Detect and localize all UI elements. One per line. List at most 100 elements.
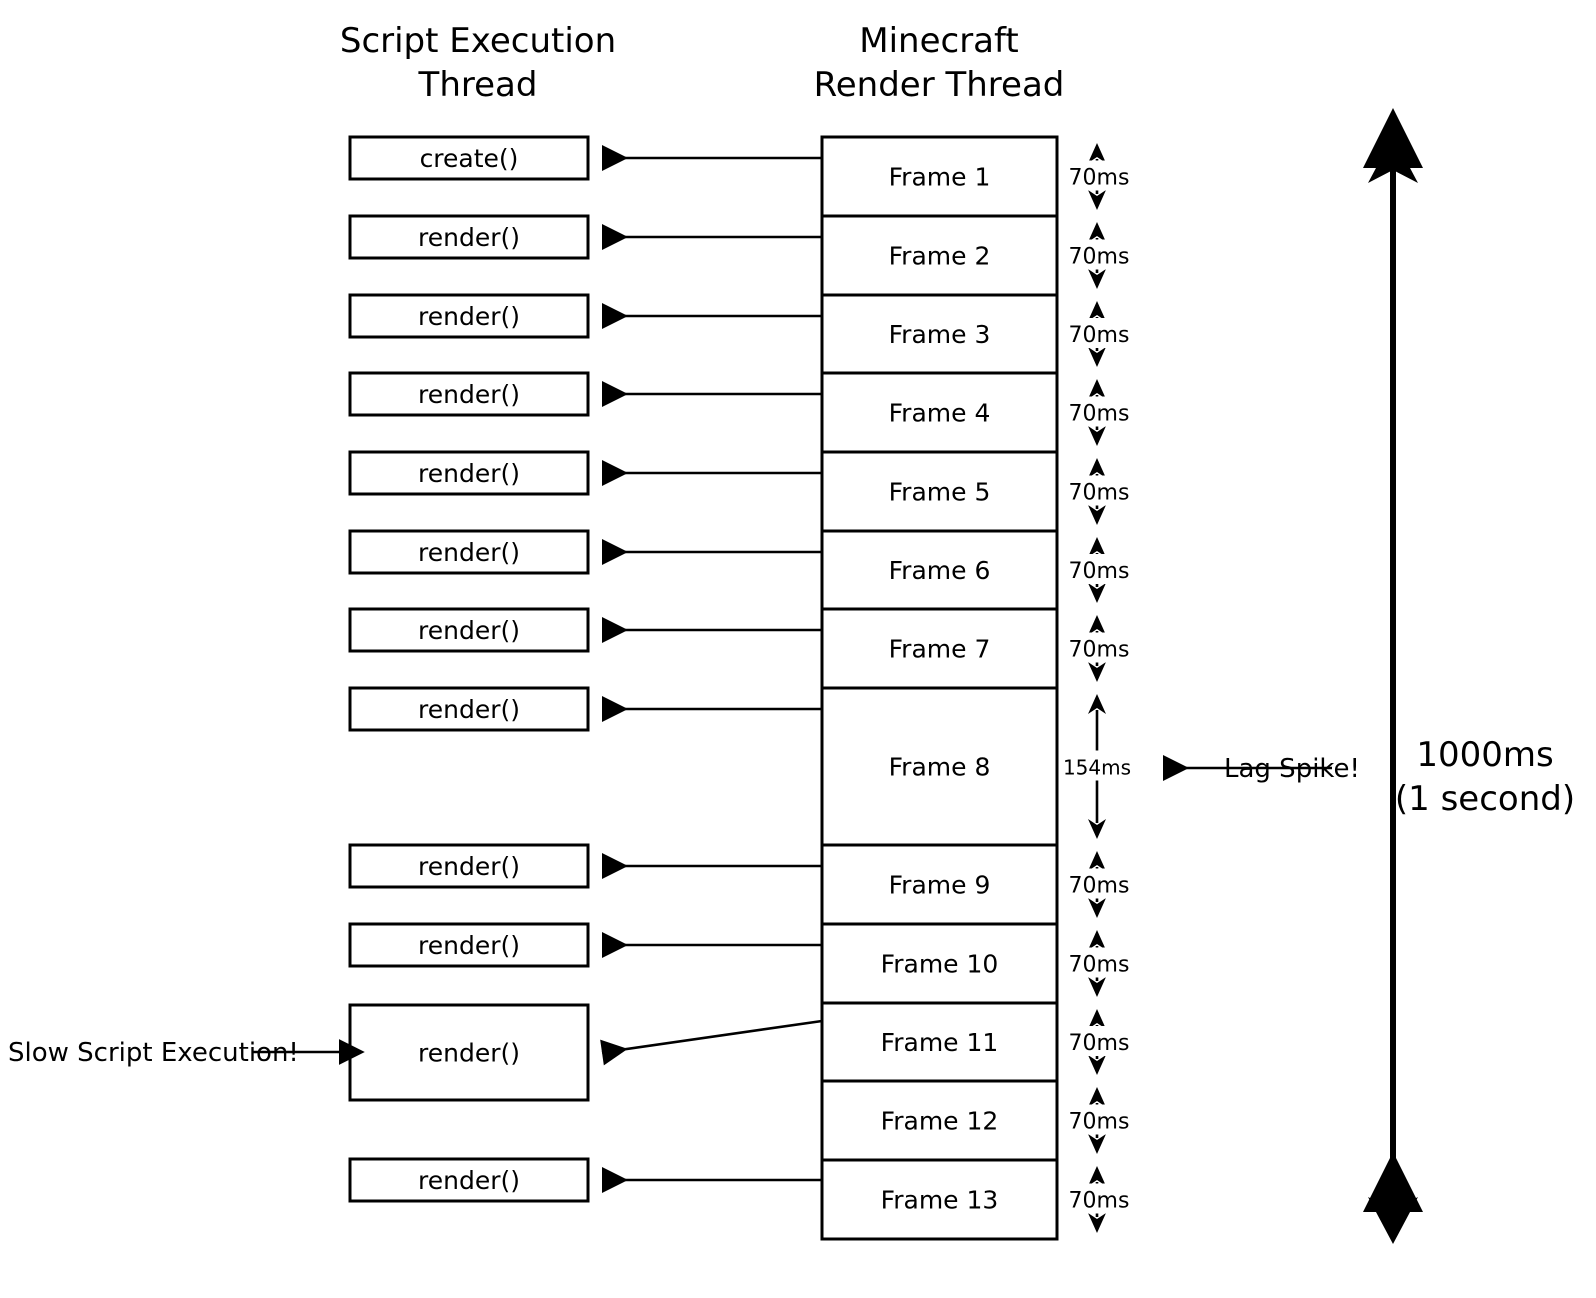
duration-arrowhead-down [1088, 426, 1106, 446]
duration-label-backing [1071, 947, 1127, 978]
duration-label: 70ms [1069, 245, 1130, 270]
duration-arrowhead-down [1088, 898, 1106, 918]
duration-arrowhead-down [1088, 190, 1106, 210]
frame-duration-tick: 70ms [1069, 379, 1130, 446]
frame-cell: Frame 7 [820, 607, 1059, 690]
frame-rect [820, 135, 1059, 218]
frame-label: Frame 10 [881, 950, 999, 979]
duration-label-backing [1065, 750, 1129, 781]
frame-rect [820, 371, 1059, 454]
script-call-label: render() [418, 459, 520, 488]
script-call: render() [348, 293, 590, 339]
frame-label: Frame 2 [889, 242, 991, 271]
frame-cell: Frame 10 [820, 922, 1059, 1005]
duration-arrowhead-up [1088, 301, 1106, 321]
duration-arrowhead-up [1088, 143, 1106, 163]
script-call: render() [348, 607, 590, 653]
frame-label: Frame 6 [889, 556, 991, 585]
duration-label: 70ms [1069, 1031, 1130, 1056]
duration-arrowhead-down [1088, 1134, 1106, 1154]
frame-label: Frame 5 [889, 478, 991, 507]
frame-to-call-arrow [600, 1019, 823, 1066]
script-call: render() [348, 843, 590, 889]
frame-label: Frame 13 [881, 1186, 999, 1215]
render-thread-header-line2: Render Thread [814, 65, 1065, 105]
duration-label: 70ms [1069, 402, 1130, 427]
script-call-label: render() [418, 616, 520, 645]
script-call-label: render() [418, 931, 520, 960]
duration-label-backing [1071, 396, 1127, 427]
script-call-label: render() [418, 538, 520, 567]
frame-cell: Frame 4 [820, 371, 1059, 454]
script-call-box [348, 293, 590, 339]
script-call-box [348, 607, 590, 653]
frame-rect [820, 1079, 1059, 1162]
total-duration-arrowhead-bottom [1368, 1197, 1418, 1244]
frame-label: Frame 7 [889, 635, 991, 664]
frame-label: Frame 3 [889, 320, 991, 349]
frame-cell: Frame 13 [820, 1158, 1059, 1241]
total-duration-line1: 1000ms [1416, 735, 1553, 775]
duration-arrowhead-up [1088, 615, 1106, 635]
script-call-label: render() [418, 302, 520, 331]
script-call-box [348, 686, 590, 732]
frame-cell: Frame 12 [820, 1079, 1059, 1162]
frame-cell: Frame 11 [820, 1001, 1059, 1083]
frame-label: Frame 1 [889, 163, 991, 192]
duration-arrowhead-up [1088, 222, 1106, 242]
frame-rect [820, 529, 1059, 611]
duration-arrowhead-down [1088, 662, 1106, 682]
duration-label: 70ms [1069, 953, 1130, 978]
script-call: render() [348, 214, 590, 260]
frame-column: Frame 1 Frame 2 Frame 3 Frame 4 Frame 5 Frame… [820, 135, 1059, 1241]
frame-cell: Frame 8 [820, 686, 1059, 847]
frame-duration-tick: 154ms [1063, 694, 1131, 839]
duration-arrowhead-down [1088, 1213, 1106, 1233]
duration-label-backing [1071, 868, 1127, 899]
duration-arrowhead-down [1088, 505, 1106, 525]
script-call-label: render() [418, 695, 520, 724]
duration-arrowhead-up [1088, 930, 1106, 950]
duration-arrowhead-up [1088, 694, 1106, 714]
script-call-label: render() [418, 380, 520, 409]
frame-rect [820, 686, 1059, 847]
script-call-box [348, 529, 590, 575]
duration-label: 70ms [1069, 166, 1130, 191]
frame-duration-tick: 70ms [1069, 458, 1129, 525]
duration-label: 70ms [1069, 1110, 1130, 1135]
duration-arrowhead-up [1088, 458, 1106, 478]
duration-arrowhead-down [1088, 977, 1106, 997]
frame-duration-tick: 70ms [1069, 143, 1130, 210]
frame-duration-tick: 70ms [1069, 537, 1129, 603]
duration-arrowhead-up [1088, 379, 1106, 399]
duration-arrowhead-down [1088, 819, 1106, 839]
duration-label-backing [1071, 1104, 1127, 1135]
frame-label: Frame 9 [889, 871, 991, 900]
frame-duration-scale: 70ms 70ms 70ms 70ms 70ms 70ms 70ms 154ms 70ms 70m… [1063, 143, 1131, 1233]
slow-script-label: Slow Script Execution! [8, 1038, 299, 1068]
script-call-box [348, 1157, 590, 1203]
duration-label-backing [1071, 160, 1127, 191]
frame-duration-tick: 70ms [1069, 930, 1130, 997]
duration-label-backing [1071, 554, 1127, 584]
duration-label-backing [1071, 1183, 1127, 1214]
duration-arrowhead-up [1088, 1166, 1106, 1186]
frame-duration-tick: 70ms [1069, 615, 1129, 682]
script-call-label: render() [418, 223, 520, 252]
frame-duration-tick: 70ms [1069, 851, 1129, 918]
total-duration-arrowhead-top [1368, 136, 1418, 183]
frame-duration-tick: 70ms [1069, 1166, 1129, 1233]
frame-rect [820, 1001, 1059, 1083]
duration-arrowhead-down [1088, 269, 1106, 289]
script-call: render() [348, 450, 590, 496]
frame-duration-tick: 70ms [1069, 301, 1129, 367]
render-thread-header-line1: Minecraft [859, 21, 1018, 61]
frame-label: Frame 4 [889, 399, 991, 428]
script-call-label: create() [420, 144, 519, 173]
frame-duration-tick: 70ms [1069, 1009, 1130, 1075]
frame-label: Frame 8 [889, 753, 991, 782]
frame-rect [820, 214, 1059, 297]
script-call: render() [348, 1157, 590, 1203]
